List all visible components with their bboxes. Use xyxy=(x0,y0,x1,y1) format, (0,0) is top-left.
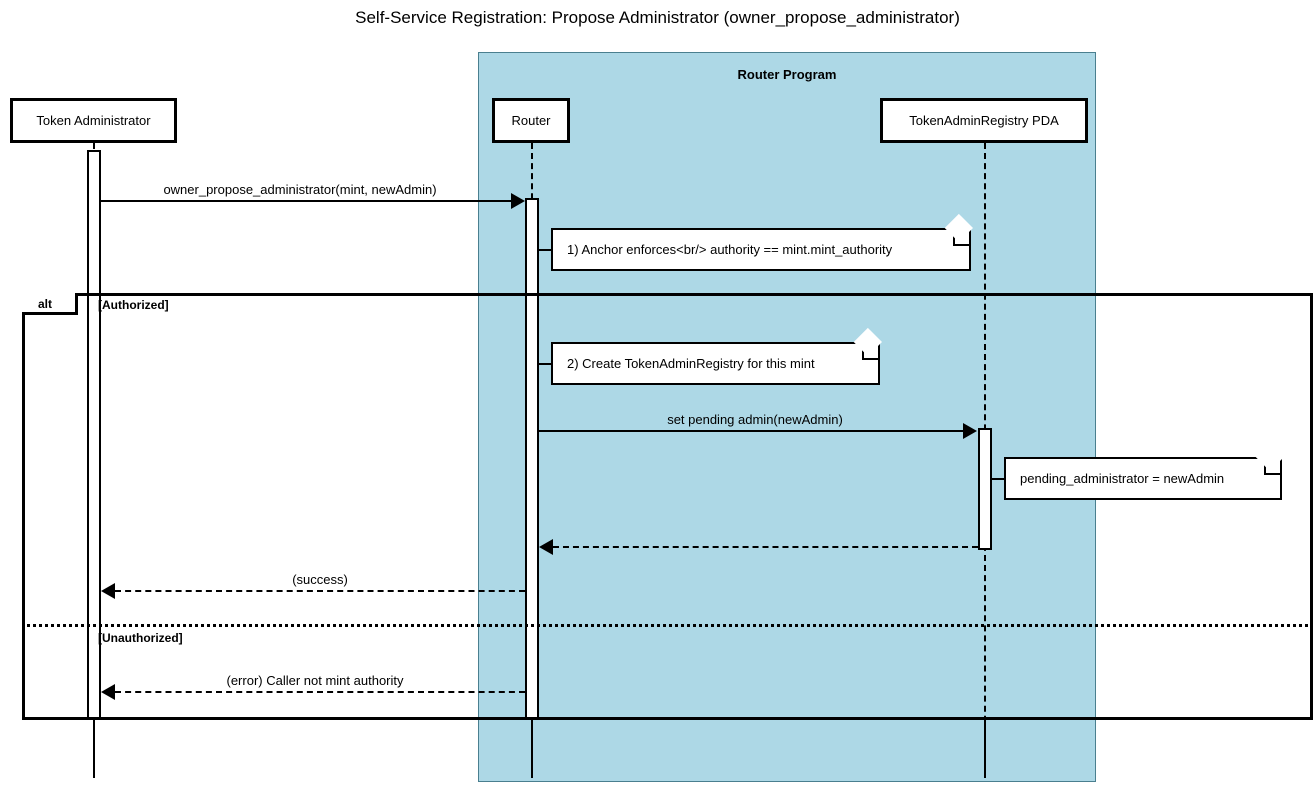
message-line-owner-propose-administrator xyxy=(101,200,515,202)
activation-router xyxy=(525,198,539,720)
group-router-program: Router Program xyxy=(478,52,1096,782)
note-connector-anchor-enforces xyxy=(539,249,553,251)
arrowhead-right-icon-owner-propose-administrator xyxy=(511,193,525,209)
message-label-set-pending-admin: set pending admin(newAdmin) xyxy=(667,412,843,427)
message-label-success: (success) xyxy=(292,572,348,587)
group-router-program-label: Router Program xyxy=(737,67,837,82)
note-pending-administrator: pending_administrator = newAdmin xyxy=(1004,457,1282,500)
note-connector-create-registry xyxy=(539,363,553,365)
participant-token-administrator-label: Token Administrator xyxy=(36,113,151,128)
note-fold-corner-icon xyxy=(862,344,878,360)
message-line-success xyxy=(115,590,525,592)
participant-router-label: Router xyxy=(511,113,551,128)
message-label-owner-propose-administrator: owner_propose_administrator(mint, newAdm… xyxy=(163,182,437,197)
lifeline-tail-token-administrator xyxy=(93,720,95,778)
page-title: Self-Service Registration: Propose Admin… xyxy=(355,8,960,27)
arrowhead-left-icon-success xyxy=(101,583,115,599)
participant-router[interactable]: Router xyxy=(492,98,570,143)
activation-token-admin-registry-pda xyxy=(978,428,992,550)
note-fold-corner-icon xyxy=(1264,459,1280,475)
lifeline-tail-router xyxy=(531,720,533,778)
alt-guard-unauthorized: [Unauthorized] xyxy=(98,631,183,645)
participant-token-admin-registry-pda[interactable]: TokenAdminRegistry PDA xyxy=(880,98,1088,143)
note-pending-administrator-text: pending_administrator = newAdmin xyxy=(1020,471,1225,486)
participant-token-admin-registry-pda-label: TokenAdminRegistry PDA xyxy=(909,113,1059,128)
message-label-error: (error) Caller not mint authority xyxy=(226,673,404,688)
alt-fragment-operator-label: alt xyxy=(38,297,53,311)
note-create-registry-text: 2) Create TokenAdminRegistry for this mi… xyxy=(567,356,815,371)
note-create-registry: 2) Create TokenAdminRegistry for this mi… xyxy=(551,342,880,385)
arrowhead-right-icon-set-pending-admin xyxy=(963,423,977,439)
message-line-error xyxy=(115,691,525,693)
alt-fragment-operator-tab xyxy=(22,293,78,315)
note-anchor-enforces-text: 1) Anchor enforces<br/> authority == min… xyxy=(567,242,893,257)
arrowhead-left-icon-error xyxy=(101,684,115,700)
participant-token-administrator[interactable]: Token Administrator xyxy=(10,98,177,143)
lifeline-tail-token-admin-registry-pda xyxy=(984,720,986,778)
arrowhead-left-icon-pda-return xyxy=(539,539,553,555)
note-connector-pending-administrator xyxy=(992,478,1006,480)
alt-guard-authorized: [Authorized] xyxy=(98,298,169,312)
message-line-set-pending-admin xyxy=(539,430,967,432)
note-fold-corner-icon xyxy=(953,230,969,246)
alt-fragment-divider xyxy=(22,624,1313,627)
note-anchor-enforces: 1) Anchor enforces<br/> authority == min… xyxy=(551,228,971,271)
message-line-pda-return xyxy=(553,546,978,548)
